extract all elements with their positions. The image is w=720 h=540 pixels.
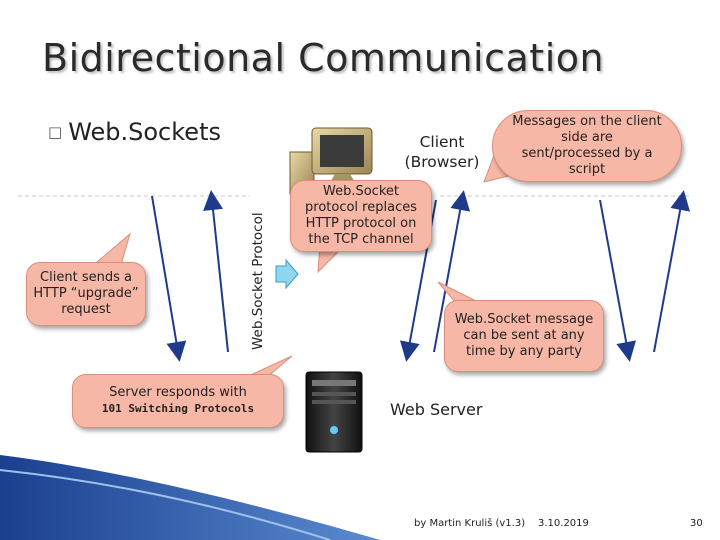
bullet-item: □ Web.Sockets bbox=[48, 118, 221, 146]
response-arrow bbox=[203, 190, 229, 353]
wave-line bbox=[0, 469, 331, 540]
upgrade-callout-text: Client sends a HTTP “upgrade” request bbox=[33, 270, 139, 317]
client-label: Client (Browser) bbox=[404, 133, 480, 171]
wave-decoration bbox=[0, 455, 380, 540]
bullet-text: Web.Sockets bbox=[68, 118, 221, 146]
switching-code-text: 101 Switching Protocols bbox=[101, 402, 255, 415]
bullet-box-icon: □ bbox=[48, 123, 63, 141]
ws-arrow-down-2 bbox=[599, 199, 637, 362]
footer-page-number: 30 bbox=[690, 518, 703, 529]
footer-date: 3.10.2019 bbox=[538, 518, 589, 529]
transition-arrow-icon bbox=[275, 258, 299, 290]
replaces-callout: Web.Socket protocol replaces HTTP protoc… bbox=[290, 180, 432, 252]
footer-author: by Martin Kruliš (v1.3) bbox=[414, 518, 526, 529]
ws-arrow-up-1 bbox=[433, 190, 471, 353]
websocket-protocol-label: Web.Socket Protocol bbox=[250, 212, 266, 350]
ws-arrow-up-2 bbox=[653, 190, 691, 353]
client-computer-icon bbox=[289, 127, 373, 195]
switching-callout-text: Server responds with bbox=[109, 385, 247, 400]
any-time-callout: Web.Socket message can be sent at any ti… bbox=[444, 300, 604, 372]
messages-callout-text: Messages on the client side are sent/pro… bbox=[512, 114, 662, 177]
messages-callout: Messages on the client side are sent/pro… bbox=[492, 110, 682, 182]
server-label: Web Server bbox=[390, 400, 483, 419]
server-icon bbox=[305, 371, 363, 453]
switching-callout: Server responds with 101 Switching Proto… bbox=[72, 374, 284, 428]
upgrade-callout: Client sends a HTTP “upgrade” request bbox=[26, 262, 146, 326]
slide-title: Bidirectional Communication bbox=[42, 36, 605, 80]
upgrade-arrow bbox=[151, 195, 187, 362]
any-time-callout-text: Web.Socket message can be sent at any ti… bbox=[454, 312, 594, 359]
replaces-callout-text: Web.Socket protocol replaces HTTP protoc… bbox=[305, 184, 417, 247]
